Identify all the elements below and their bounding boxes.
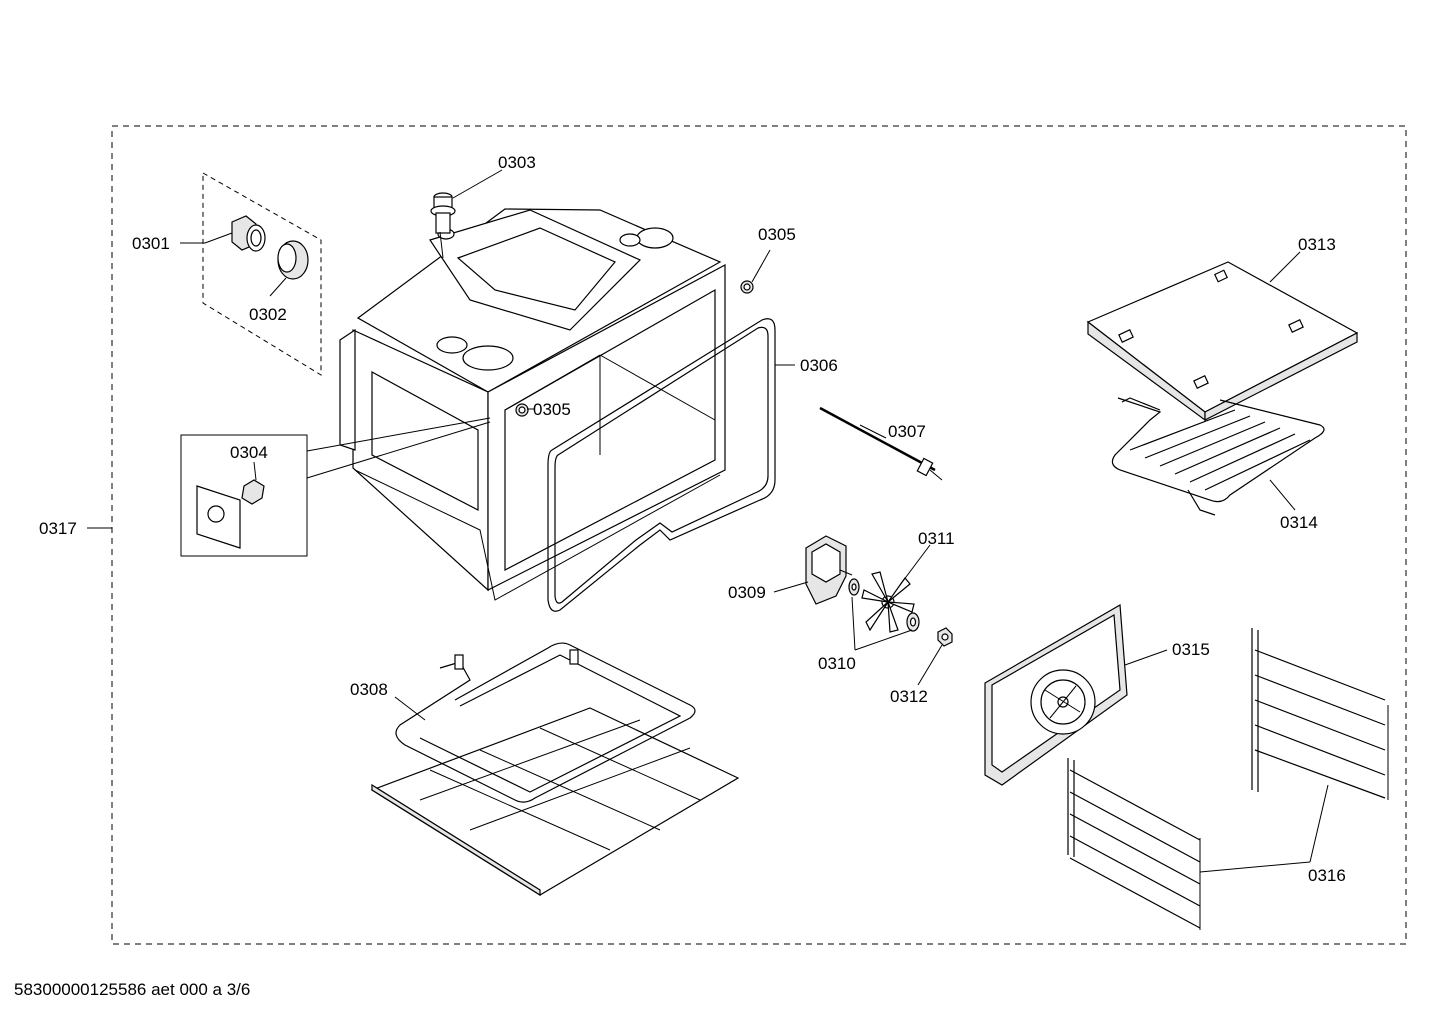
callout-0309: 0309 [728,583,766,602]
callout-0310: 0310 [818,654,856,673]
top-cover-plate-part [1086,261,1359,422]
side-rack-part-right [1251,628,1389,800]
lamp-inset-part [196,479,265,549]
callout-0302: 0302 [249,305,287,324]
nut-part-b [515,403,529,417]
grill-element-part [1111,397,1325,516]
vent-pipe-part [430,192,456,234]
document-id-footer: 58300000125586 aet 000 a 3/6 [14,980,251,999]
callout-0304: 0304 [230,443,268,462]
callout-0311: 0311 [918,529,955,548]
washer-part-a [848,578,860,596]
callout-0313: 0313 [1298,235,1336,254]
oven-cavity-part [339,208,726,601]
inset-leader-a [306,417,491,452]
lamp-group-boundary [202,172,322,376]
callout-0315: 0315 [1172,640,1210,659]
callout-0301: 0301 [132,234,170,253]
washer-part-b [906,612,920,632]
rear-fan-cover-part [984,604,1128,786]
leader-lines [87,169,1329,873]
nut-part-a [740,280,754,294]
door-gasket-part [547,318,776,612]
inset-leader-b [306,421,491,479]
callout-0306: 0306 [800,356,838,375]
callout-0303: 0303 [498,153,536,172]
fan-motor-part [805,535,853,605]
callout-0317: 0317 [39,519,77,538]
callout-0307: 0307 [888,422,926,441]
bottom-element-part [370,642,740,897]
lamp-cover-part [277,240,309,280]
callout-0314: 0314 [1280,513,1318,532]
fan-blade-part [861,571,915,633]
callout-0312: 0312 [890,687,928,706]
temperature-sensor-part [819,406,943,481]
callout-0305-front: 0305 [533,400,571,419]
callout-0316: 0316 [1308,866,1346,885]
lamp-socket-part [231,215,266,252]
side-rack-part-left [1067,758,1201,930]
callout-0305-top: 0305 [758,225,796,244]
fan-nut-part [937,627,953,647]
callout-0308: 0308 [350,680,388,699]
